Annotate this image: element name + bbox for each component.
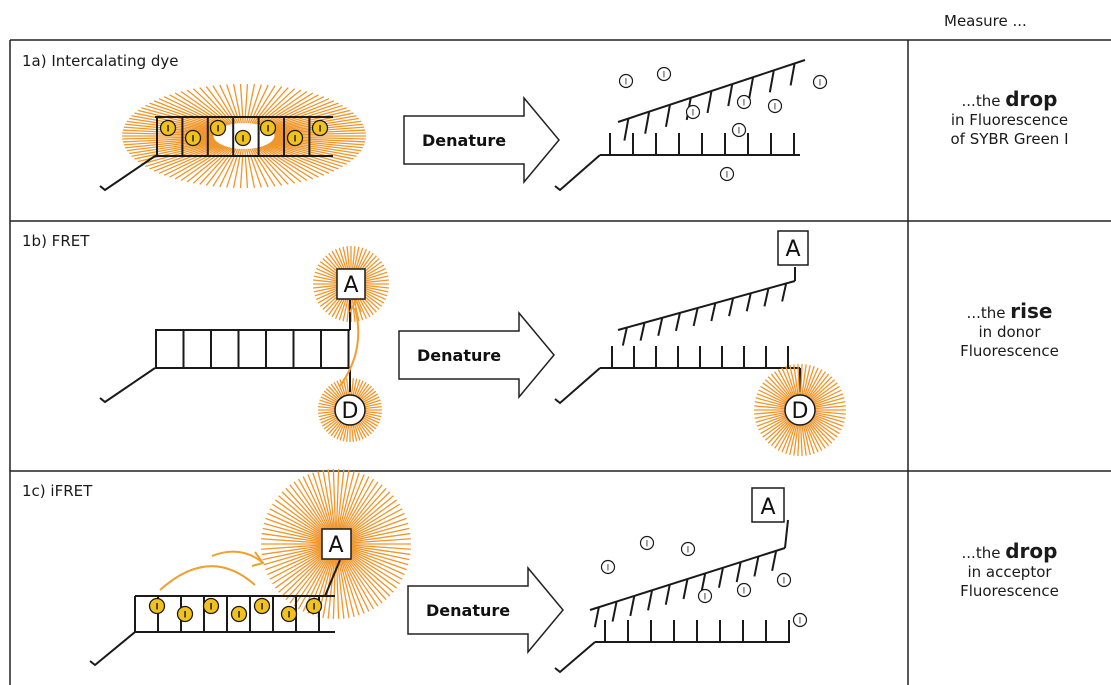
svg-text:I: I bbox=[293, 135, 296, 145]
panel-1a-diagram: I I I I I I I Denature I I I I I I I I bbox=[99, 59, 828, 192]
glow-acceptor-1c bbox=[261, 469, 411, 619]
svg-text:I: I bbox=[216, 125, 219, 135]
energy-transfer-arrow-1c bbox=[159, 565, 256, 591]
svg-text:I: I bbox=[318, 125, 321, 135]
svg-text:I: I bbox=[692, 109, 695, 119]
melted-strands-1c bbox=[554, 519, 790, 674]
panel-1c-diagram: I I I I I I I A Denature A I I I I I I I bbox=[89, 469, 808, 674]
panel-1b-diagram: A D Denature A D bbox=[99, 230, 846, 456]
denature-arrow-1b: Denature bbox=[398, 312, 555, 398]
svg-text:I: I bbox=[799, 617, 802, 627]
measure-emphasis-1b: rise bbox=[1010, 299, 1053, 323]
glow-donor-free-1b bbox=[754, 364, 846, 456]
acceptor-box-1c: A bbox=[321, 528, 352, 560]
free-dyes-1a: I I I I I I I I bbox=[618, 66, 828, 182]
table-frame bbox=[9, 39, 1111, 685]
svg-text:A: A bbox=[785, 237, 800, 262]
acceptor-box-free-1b: A bbox=[777, 230, 809, 266]
svg-text:I: I bbox=[743, 99, 746, 109]
svg-text:I: I bbox=[266, 125, 269, 135]
svg-text:I: I bbox=[287, 611, 290, 621]
donor-circle-free-1b: D bbox=[784, 394, 816, 426]
svg-text:I: I bbox=[774, 103, 777, 113]
measure-text-1b: ...the rise in donor Fluorescence bbox=[960, 299, 1059, 360]
svg-text:I: I bbox=[687, 546, 690, 556]
svg-text:I: I bbox=[155, 603, 158, 613]
svg-text:I: I bbox=[183, 611, 186, 621]
dye-molecules-1a: I I I I I I I bbox=[159, 119, 329, 147]
measure-text-1a: ...the drop in Fluorescence of SYBR Gree… bbox=[950, 87, 1069, 148]
svg-text:I: I bbox=[237, 611, 240, 621]
panel-label-1a: 1a) Intercalating dye bbox=[22, 52, 179, 70]
svg-text:I: I bbox=[625, 78, 628, 88]
measure-emphasis-1a: drop bbox=[1005, 87, 1058, 111]
svg-text:I: I bbox=[663, 71, 666, 81]
measure-text-1c: ...the drop in acceptor Fluorescence bbox=[960, 539, 1059, 600]
svg-text:I: I bbox=[743, 587, 746, 597]
svg-text:A: A bbox=[760, 495, 775, 520]
svg-text:D: D bbox=[342, 399, 359, 424]
svg-text:I: I bbox=[646, 540, 649, 550]
denature-arrow-1a: Denature bbox=[403, 97, 560, 183]
svg-text:I: I bbox=[726, 171, 729, 181]
svg-text:I: I bbox=[738, 127, 741, 137]
svg-text:I: I bbox=[704, 593, 707, 603]
panel-label-1b: 1b) FRET bbox=[22, 232, 90, 250]
svg-text:I: I bbox=[260, 603, 263, 613]
svg-text:I: I bbox=[166, 125, 169, 135]
svg-text:I: I bbox=[191, 135, 194, 145]
denature-arrow-1c: Denature bbox=[407, 567, 564, 653]
svg-text:I: I bbox=[819, 79, 822, 89]
free-dyes-1c: I I I I I I I bbox=[600, 535, 808, 628]
svg-text:I: I bbox=[241, 135, 244, 145]
measure-header: Measure ... bbox=[944, 12, 1027, 30]
measure-emphasis-1c: drop bbox=[1005, 539, 1058, 563]
svg-text:A: A bbox=[343, 273, 358, 298]
acceptor-box-free-1c: A bbox=[751, 487, 785, 523]
dsdna-1a bbox=[99, 116, 333, 192]
acceptor-box-1b: A bbox=[336, 268, 366, 300]
donor-circle-1b: D bbox=[334, 394, 366, 426]
denature-label-1c: Denature bbox=[426, 601, 510, 620]
svg-text:A: A bbox=[328, 533, 343, 558]
melted-strands-1a bbox=[554, 59, 806, 192]
svg-text:D: D bbox=[792, 399, 809, 424]
svg-text:I: I bbox=[312, 603, 315, 613]
melted-strands-1b bbox=[554, 267, 801, 405]
dsdna-1b bbox=[99, 300, 351, 404]
panel-label-1c: 1c) iFRET bbox=[22, 482, 93, 500]
energy-transfer-arrow-1b bbox=[339, 307, 360, 387]
denature-label-1a: Denature bbox=[422, 131, 506, 150]
svg-text:I: I bbox=[209, 603, 212, 613]
denature-label-1b: Denature bbox=[417, 346, 501, 365]
svg-text:I: I bbox=[783, 577, 786, 587]
svg-text:I: I bbox=[607, 564, 610, 574]
